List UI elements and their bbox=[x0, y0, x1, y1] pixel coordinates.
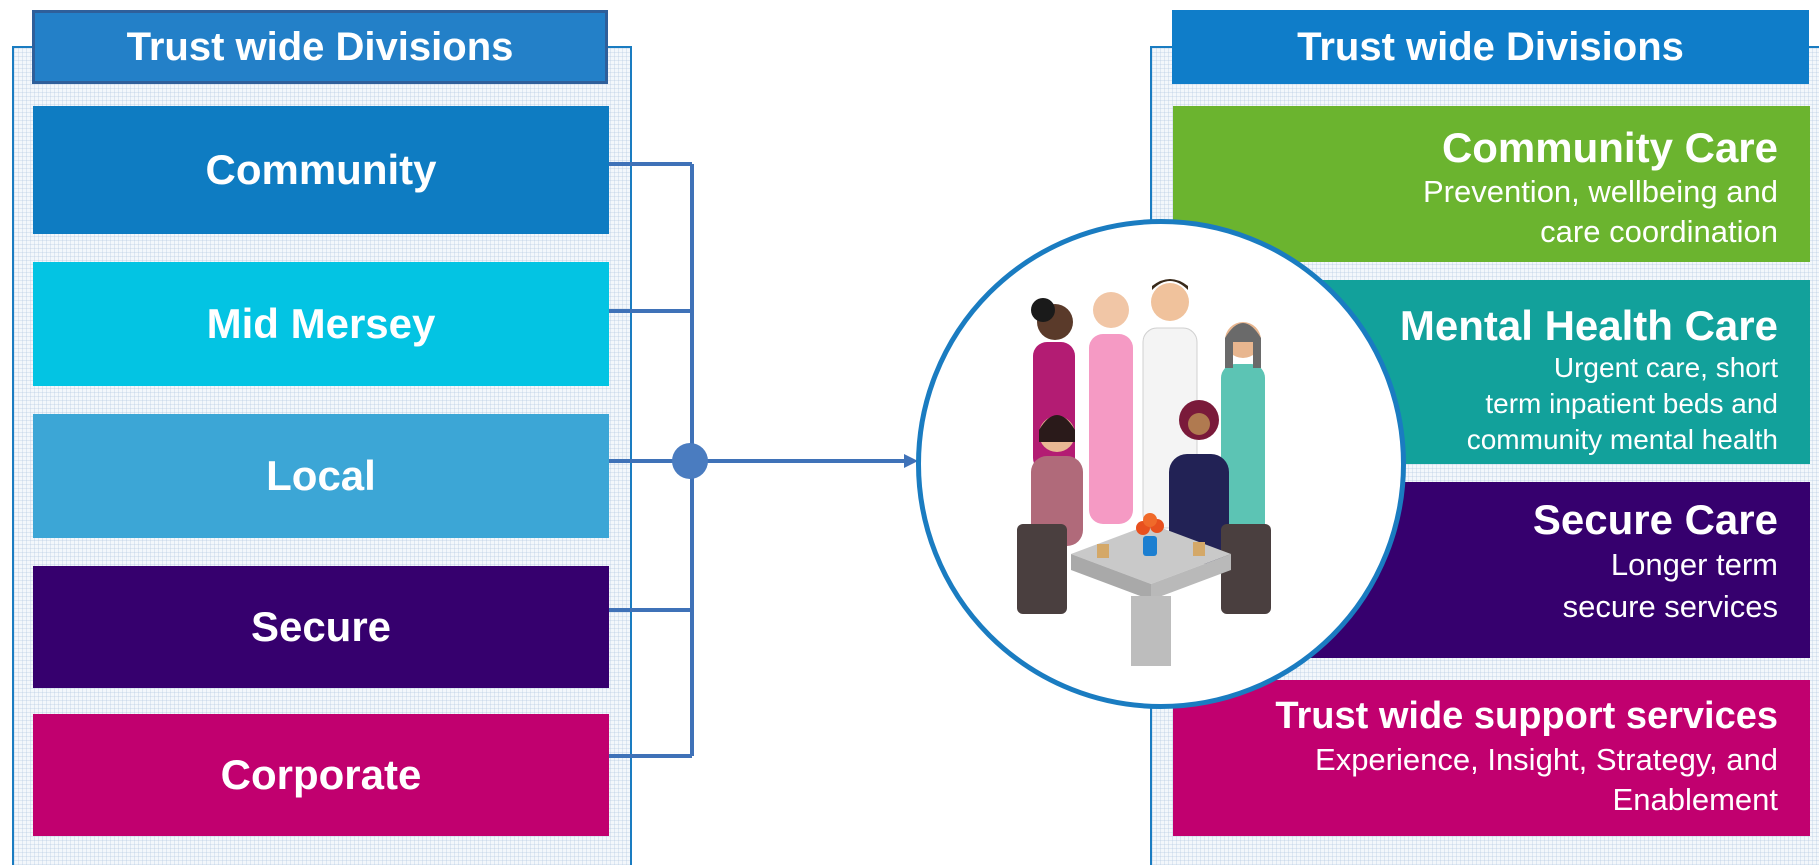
division-description: Longer term secure services bbox=[1562, 547, 1778, 624]
division-description: Experience, Insight, Strategy, and Enabl… bbox=[1315, 742, 1778, 817]
division-title: Mental Health Care bbox=[1399, 302, 1778, 349]
division-title: Secure Care bbox=[1532, 496, 1778, 543]
division-mid-mersey: Mid Mersey bbox=[33, 262, 609, 386]
division-description: Prevention, wellbeing and care coordinat… bbox=[1422, 174, 1778, 249]
division-title: Community Care bbox=[1441, 124, 1778, 171]
division-label: Secure bbox=[250, 603, 392, 650]
right-panel-header: Trust wide Divisions bbox=[1172, 10, 1809, 84]
division-corporate: Corporate bbox=[33, 714, 609, 836]
division-title: Trust wide support services bbox=[1275, 695, 1778, 737]
arrow-head-icon bbox=[904, 454, 918, 468]
care-team-illustration bbox=[916, 219, 1406, 709]
division-community-care: Community Care Prevention, wellbeing and… bbox=[1173, 106, 1810, 262]
division-local: Local bbox=[33, 414, 609, 538]
division-label: Local bbox=[266, 452, 376, 499]
division-label: Community bbox=[205, 146, 437, 193]
division-label: Corporate bbox=[220, 751, 422, 798]
connector-junction-dot bbox=[672, 443, 708, 479]
division-community: Community bbox=[33, 106, 609, 234]
care-team-meeting-illustration-icon bbox=[1017, 279, 1271, 666]
division-trust-wide-support: Trust wide support services Experience, … bbox=[1173, 680, 1810, 836]
seated-staff bbox=[1031, 400, 1229, 564]
left-panel-header: Trust wide Divisions bbox=[32, 10, 608, 84]
division-description: Urgent care, short term inpatient beds a… bbox=[1466, 352, 1778, 455]
division-label: Mid Mersey bbox=[206, 300, 436, 347]
division-secure: Secure bbox=[33, 566, 609, 688]
